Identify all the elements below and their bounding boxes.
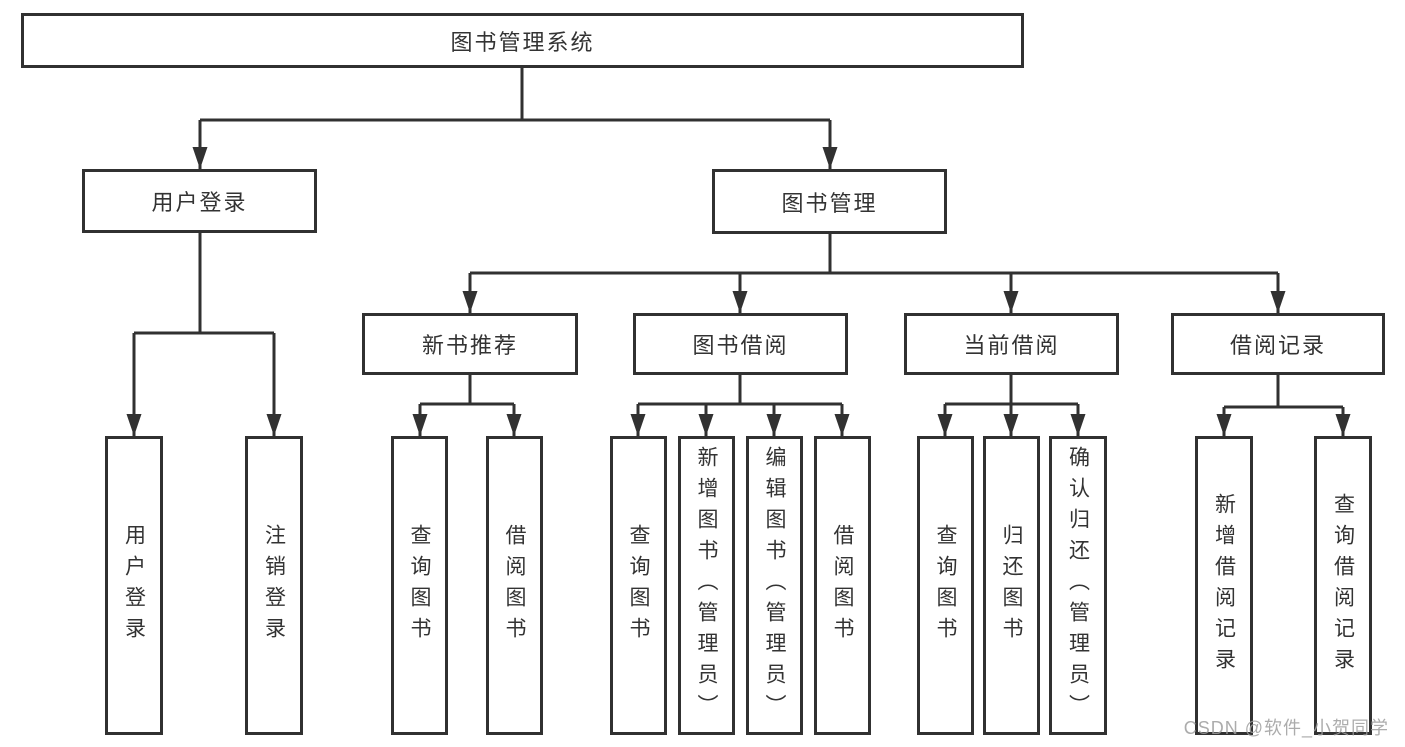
- node-book-borrow: 图书借阅: [633, 313, 848, 375]
- node-new-book-recommend: 新书推荐: [362, 313, 578, 375]
- connector-borrow-record-branch: [1216, 375, 1351, 436]
- leaf-add-books-admin: 新增图书（管理员）: [678, 436, 735, 735]
- leaf-edit-books-admin: 编辑图书（管理员）: [746, 436, 803, 735]
- connector-current-borrow-branch: [937, 375, 1086, 436]
- leaf-query-borrow-record: 查询借阅记录: [1314, 436, 1372, 735]
- node-label: 借阅图书: [503, 523, 526, 648]
- node-current-borrow: 当前借阅: [904, 313, 1119, 375]
- node-label: 编辑图书（管理员）: [763, 446, 786, 725]
- node-label: 查询借阅记录: [1331, 492, 1355, 679]
- node-label: 新增借阅记录: [1212, 492, 1236, 679]
- node-label: 图书管理系统: [450, 29, 595, 55]
- connector-new-book-branch: [412, 375, 522, 436]
- leaf-borrow-books: 借阅图书: [486, 436, 543, 735]
- connector-book-mgmt-branch: [462, 234, 1286, 313]
- node-label: 新增图书（管理员）: [695, 446, 718, 725]
- node-library-management-system: 图书管理系统: [21, 13, 1024, 68]
- node-label: 借阅记录: [1229, 333, 1326, 358]
- node-label: 归还图书: [1000, 523, 1023, 648]
- node-label: 图书管理: [781, 190, 878, 216]
- connector-book-borrow-branch: [630, 375, 850, 436]
- node-label: 当前借阅: [963, 333, 1060, 358]
- leaf-query-books: 查询图书: [917, 436, 974, 735]
- leaf-borrow-books: 借阅图书: [814, 436, 871, 735]
- node-label: 用户登录: [122, 523, 146, 648]
- node-label: 图书借阅: [692, 333, 789, 358]
- node-label: 用户登录: [151, 190, 248, 215]
- leaf-query-books: 查询图书: [391, 436, 448, 735]
- leaf-query-books: 查询图书: [610, 436, 667, 735]
- node-label: 确认归还（管理员）: [1066, 446, 1090, 725]
- node-user-login: 用户登录: [82, 169, 317, 233]
- node-borrow-record: 借阅记录: [1171, 313, 1385, 375]
- node-label: 新书推荐: [421, 333, 518, 358]
- csdn-watermark: CSDN @软件_小贺同学: [1183, 718, 1389, 738]
- leaf-logout: 注销登录: [245, 436, 303, 735]
- node-label: 注销登录: [262, 523, 286, 648]
- node-label: 查询图书: [627, 523, 650, 648]
- node-label: 查询图书: [934, 523, 957, 648]
- leaf-confirm-return-admin: 确认归还（管理员）: [1049, 436, 1107, 735]
- leaf-user-login: 用户登录: [105, 436, 163, 735]
- connector-root-to-level2: [192, 68, 838, 169]
- leaf-return-books: 归还图书: [983, 436, 1040, 735]
- node-book-management: 图书管理: [712, 169, 947, 234]
- node-label: 借阅图书: [831, 523, 854, 648]
- leaf-add-borrow-record: 新增借阅记录: [1195, 436, 1253, 735]
- node-label: 查询图书: [408, 523, 431, 648]
- connector-user-login-branch: [126, 233, 282, 436]
